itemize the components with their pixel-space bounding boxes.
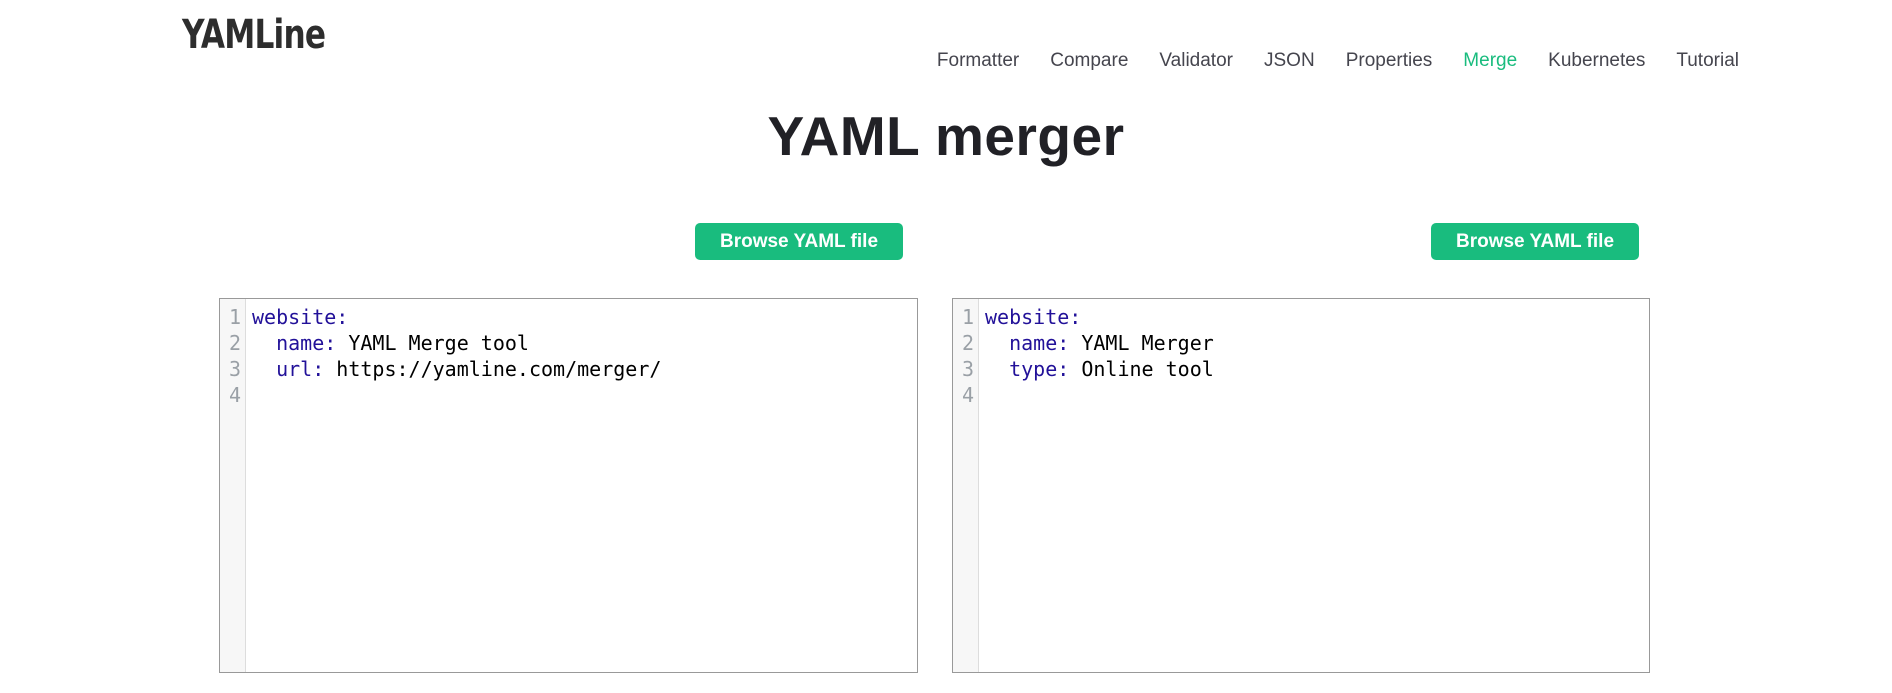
line-number: 2 [961,331,974,355]
yaml-editor-right: 1 2 3 4 website: name: YAML Merger type:… [952,298,1650,673]
nav-item-merge[interactable]: Merge [1463,50,1518,71]
line-number: 1 [228,305,241,329]
yaml-key: name: [1009,331,1070,355]
yaml-value: Online tool [1069,357,1214,381]
code-line: name: YAML Merger [985,330,1649,356]
yaml-value: YAML Merge tool [336,331,529,355]
code-area-left[interactable]: website: name: YAML Merge tool url: http… [246,299,917,672]
line-number: 2 [228,331,241,355]
line-number-gutter-left: 1 2 3 4 [220,299,246,672]
yaml-key: url: [276,357,325,381]
nav-item-properties[interactable]: Properties [1345,50,1433,71]
yaml-editor-left: 1 2 3 4 website: name: YAML Merge tool u… [219,298,918,673]
code-line: website: [252,304,917,330]
yaml-indent [985,357,1009,381]
yaml-key: name: [276,331,337,355]
browse-yaml-file-button-left[interactable]: Browse YAML file [695,223,903,260]
nav-item-json[interactable]: JSON [1264,50,1315,71]
yaml-key: website: [252,305,349,329]
yaml-indent [985,331,1009,355]
browse-yaml-file-button-right[interactable]: Browse YAML file [1431,223,1639,260]
code-line: website: [985,304,1649,330]
code-line: type: Online tool [985,356,1649,382]
line-number: 3 [228,357,241,381]
yaml-indent [252,357,276,381]
nav-item-compare[interactable]: Compare [1050,50,1129,71]
line-number: 4 [961,383,974,407]
code-line: name: YAML Merge tool [252,330,917,356]
site-logo[interactable]: YAMLine [182,12,326,58]
code-area-right[interactable]: website: name: YAML Merger type: Online … [979,299,1649,672]
line-number-gutter-right: 1 2 3 4 [953,299,979,672]
nav-item-validator[interactable]: Validator [1159,50,1233,71]
nav-item-kubernetes[interactable]: Kubernetes [1548,50,1646,71]
yaml-indent [252,331,276,355]
code-line: url: https://yamline.com/merger/ [252,356,917,382]
yaml-value: https://yamline.com/merger/ [324,357,662,381]
yaml-value: YAML Merger [1069,331,1214,355]
line-number: 1 [961,305,974,329]
line-number: 3 [961,357,974,381]
nav-item-tutorial[interactable]: Tutorial [1676,50,1739,71]
yaml-key: website: [985,305,1082,329]
page-title: YAML merger [767,105,1125,167]
code-line [985,382,1649,408]
code-line [252,382,917,408]
line-number: 4 [228,383,241,407]
yaml-key: type: [1009,357,1070,381]
nav-item-formatter[interactable]: Formatter [936,50,1020,71]
main-nav: Formatter Compare Validator JSON Propert… [937,50,1739,72]
